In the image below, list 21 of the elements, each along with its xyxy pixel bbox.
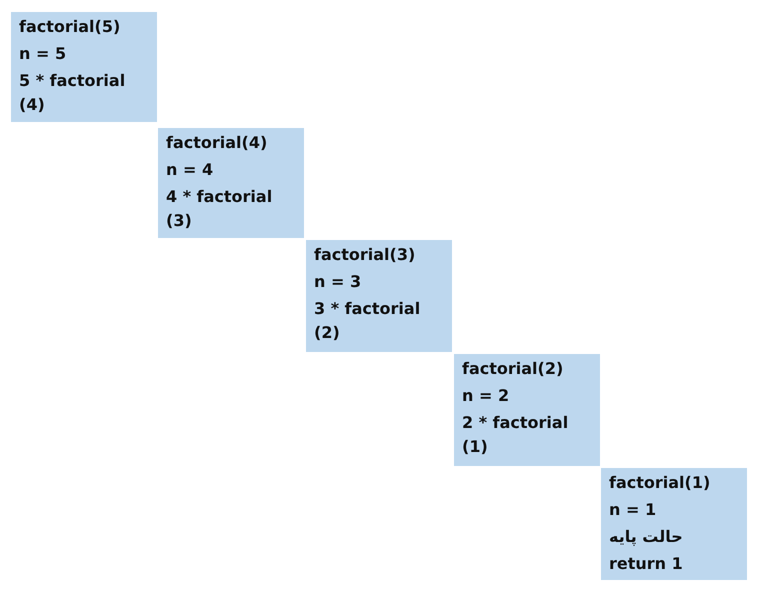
- frame-text: 3 * factorial (2): [314, 298, 422, 344]
- frame-text: factorial(2): [462, 358, 564, 380]
- stack-frame-box: [454, 354, 600, 466]
- frame-text: 5 * factorial (4): [19, 70, 126, 116]
- stack-frame-box: [306, 240, 452, 352]
- frame-text: 4 * factorial (3): [166, 186, 274, 232]
- frame-text: حالت پایه: [609, 526, 684, 548]
- frame-text: 2 * factorial (1): [462, 412, 570, 458]
- frame-text: factorial(4): [166, 132, 268, 154]
- frame-text: return 1: [609, 553, 684, 575]
- stack-frame-box: [11, 12, 157, 122]
- frame-text: n = 3: [314, 271, 362, 293]
- frame-text: factorial(5): [19, 16, 122, 38]
- frame-text: n = 2: [462, 385, 510, 407]
- frame-text: factorial(3): [314, 244, 416, 266]
- frame-text: factorial(1): [609, 472, 712, 494]
- frame-text: n = 4: [166, 159, 214, 181]
- frame-text: n = 5: [19, 43, 68, 65]
- frame-text: n = 1: [609, 499, 658, 521]
- stack-frame-box: [601, 468, 747, 580]
- stack-frame-box: [158, 128, 304, 238]
